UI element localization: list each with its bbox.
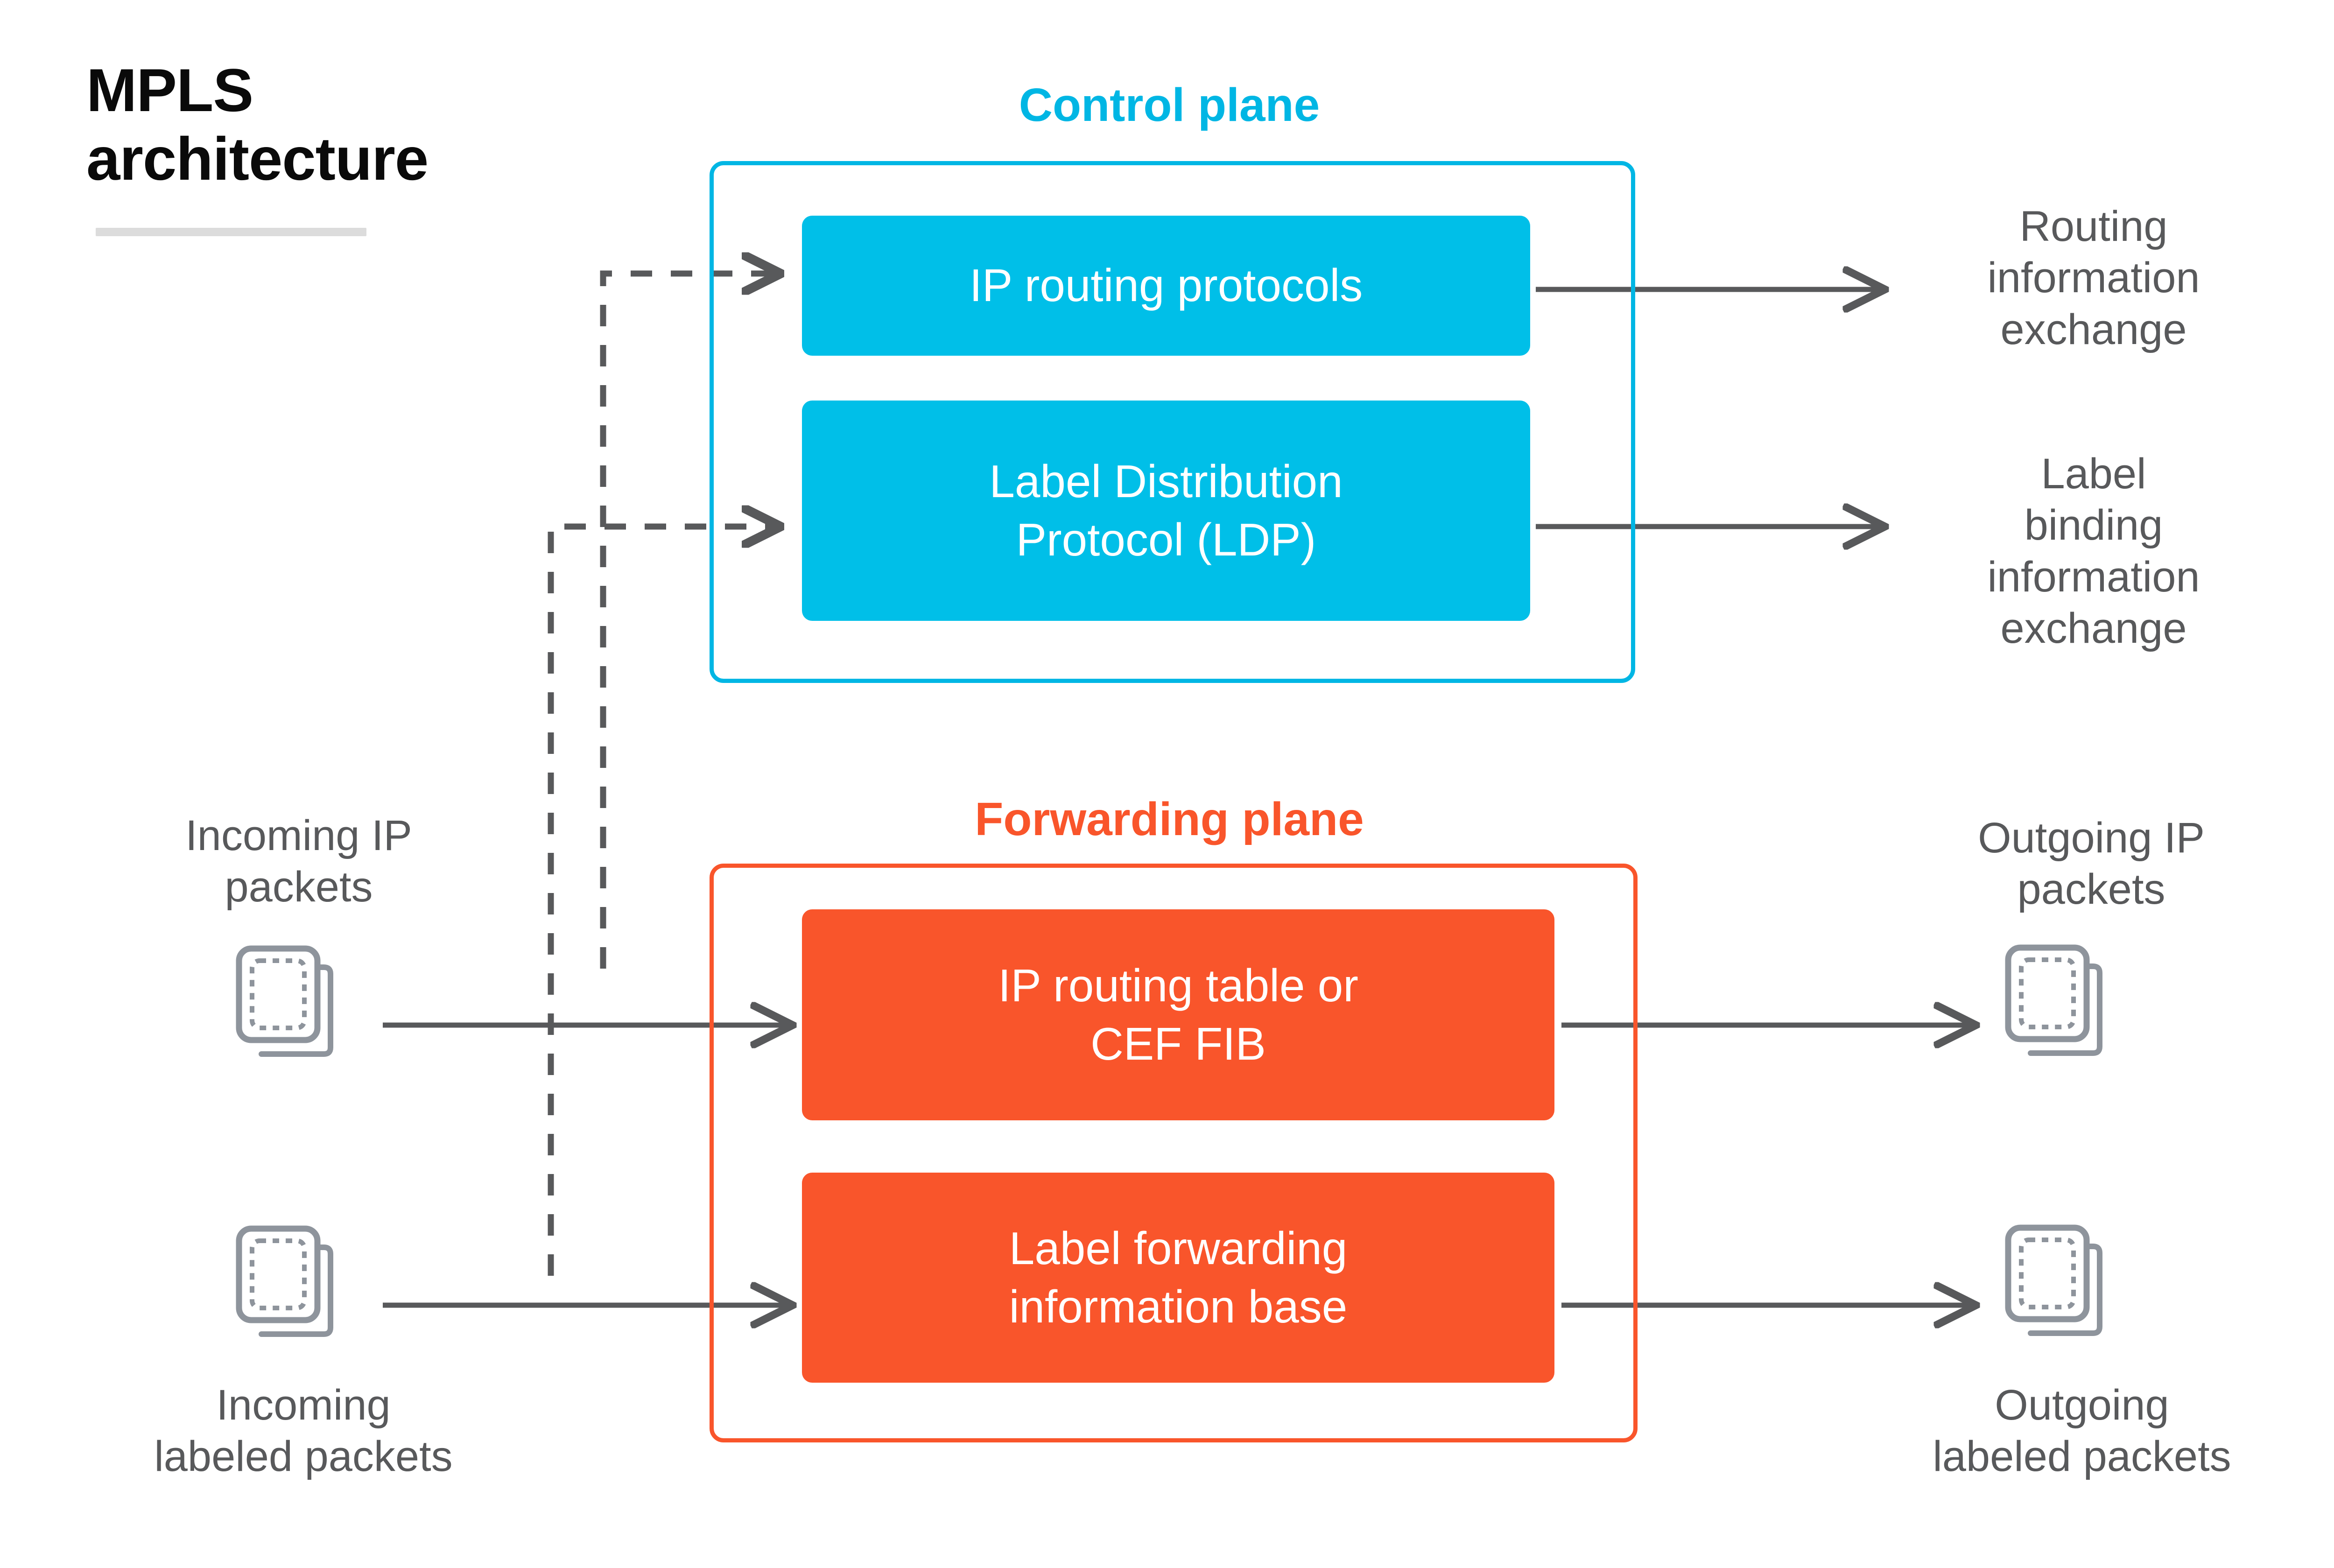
page-title-line-1: MPLS [86, 56, 253, 124]
page-title-line-2: architecture [86, 124, 429, 193]
packet-stack-icon [2005, 944, 2102, 1056]
control-plane-caption: Control plane [1019, 79, 1320, 131]
packet-stack-icon [236, 1225, 333, 1337]
node-ip-routing-protocols[interactable]: IP routing protocols [802, 216, 1530, 356]
node-ip-routing-protocols-label: IP routing protocols [969, 260, 1363, 311]
packet-stack-icon [236, 945, 333, 1057]
forwarding-plane-panel [710, 864, 1638, 1442]
title-underline-rule [96, 228, 366, 236]
packet-stack-icon [2005, 1224, 2102, 1336]
control-plane-panel [710, 161, 1635, 683]
forwarding-plane-caption: Forwarding plane [975, 793, 1364, 845]
page-title: MPLS architecture [86, 56, 600, 193]
